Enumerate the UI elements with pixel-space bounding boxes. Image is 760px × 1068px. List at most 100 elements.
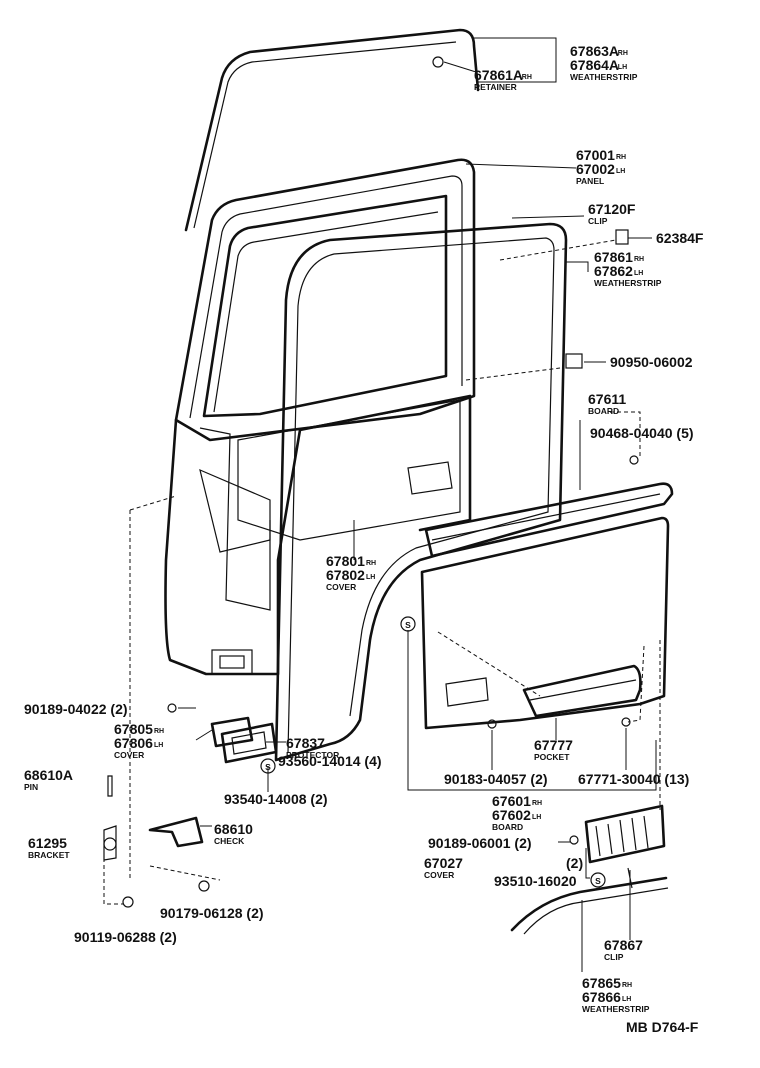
label-bolt-90119: 90119-06288 (2) <box>74 929 177 945</box>
part-number: 90468-04040 (5) <box>590 425 694 441</box>
part-number: 67771-30040 (13) <box>578 771 689 787</box>
part-number: 68610A <box>24 767 73 783</box>
label-clip-90468: 90468-04040 (5) <box>590 425 694 441</box>
side-weatherstrip <box>274 222 568 762</box>
part-caption: WEATHERSTRIP <box>570 72 638 82</box>
part-number: 67864A <box>570 57 619 73</box>
lower-grille-cover <box>584 804 666 864</box>
side-marker: LH <box>622 996 631 1003</box>
part-number: 67611 <box>588 391 626 407</box>
part-number: 67863A <box>570 43 619 59</box>
part-caption: COVER <box>326 582 356 592</box>
side-marker: LH <box>618 64 627 71</box>
side-marker: RH <box>634 256 644 263</box>
side-marker: RH <box>622 982 632 989</box>
part-number: 67120F <box>588 201 636 217</box>
door-panel-frame <box>174 158 476 442</box>
label-plug-90950: 90950-06002 <box>610 354 693 370</box>
diagram-code: MB D764-F <box>626 1019 699 1035</box>
part-caption: CHECK <box>214 836 245 846</box>
part-labels: 67863ARH67864ALHWEATHERSTRIP67861ARHRETA… <box>24 43 704 1014</box>
bracket-shape <box>103 837 117 851</box>
part-caption: BOARD <box>492 822 523 832</box>
part-caption: WEATHERSTRIP <box>582 1004 650 1014</box>
part-number: 67861A <box>474 67 523 83</box>
part-caption: POCKET <box>534 752 570 762</box>
part-number: 67001 <box>576 147 615 163</box>
part-number: 61295 <box>28 835 67 851</box>
label-screw-90183: 90183-04057 (2) <box>444 771 548 787</box>
label-screw-90189-04022: 90189-04022 (2) <box>24 701 128 717</box>
part-caption: WEATHERSTRIP <box>594 278 662 288</box>
part-number: 90183-04057 (2) <box>444 771 548 787</box>
part-caption: CLIP <box>604 952 624 962</box>
protector-plate <box>220 722 278 764</box>
label-plug-62384: 62384F <box>656 230 704 246</box>
screw-symbol-1: S <box>405 620 411 630</box>
part-number: 62384F <box>656 230 704 246</box>
part-number: 67867 <box>604 937 643 953</box>
pin-shape <box>107 775 113 797</box>
part-number: 90119-06288 (2) <box>74 929 177 945</box>
part-caption: CLIP <box>588 216 608 226</box>
side-marker: RH <box>532 800 542 807</box>
part-number: 90189-04022 (2) <box>24 701 128 717</box>
part-caption: BOARD <box>588 406 619 416</box>
bolt-shape-90179 <box>198 880 210 892</box>
upper-weatherstrip <box>184 28 480 232</box>
part-number: 67602 <box>492 807 531 823</box>
screw-symbols: S S S <box>260 616 606 888</box>
part-number: 67837 <box>286 735 325 751</box>
part-number: 93510-16020 <box>494 873 577 889</box>
upper-board <box>424 482 674 558</box>
side-marker: RH <box>618 50 628 57</box>
part-caption: PANEL <box>576 176 604 186</box>
part-number: (2) <box>566 855 583 871</box>
label-screw-93510: 93510-16020 <box>494 873 577 889</box>
label-screw-93560: 93560-14014 (4) <box>278 753 382 769</box>
part-number: 67861 <box>594 249 633 265</box>
side-marker: RH <box>154 728 164 735</box>
part-caption: PIN <box>24 782 38 792</box>
part-number: 67862 <box>594 263 633 279</box>
part-number: 93540-14008 (2) <box>224 791 328 807</box>
part-number: 67777 <box>534 737 573 753</box>
label-clip-67771: 67771-30040 (13) <box>578 771 689 787</box>
side-marker: RH <box>366 560 376 567</box>
bolt-shape-90119 <box>122 896 134 908</box>
label-screw-90189-06001: 90189-06001 (2) <box>428 835 532 851</box>
side-marker: LH <box>532 814 541 821</box>
plug-62384-shape <box>615 229 629 245</box>
part-number: 67802 <box>326 567 365 583</box>
part-number: 67806 <box>114 735 153 751</box>
part-caption: PROTECTOR <box>286 750 339 760</box>
lower-board <box>420 516 670 730</box>
part-number: 68610 <box>214 821 253 837</box>
part-number: 90189-06001 (2) <box>428 835 532 851</box>
part-number: 67866 <box>582 989 621 1005</box>
part-number: 67027 <box>424 855 463 871</box>
door-inner-body <box>164 394 472 676</box>
part-number: 67002 <box>576 161 615 177</box>
part-number: 67805 <box>114 721 153 737</box>
side-marker: LH <box>366 574 375 581</box>
retainer-clip <box>432 56 444 68</box>
handle-cover <box>210 716 254 748</box>
part-caption: BRACKET <box>28 850 70 860</box>
screw-symbol-2: S <box>265 762 271 772</box>
